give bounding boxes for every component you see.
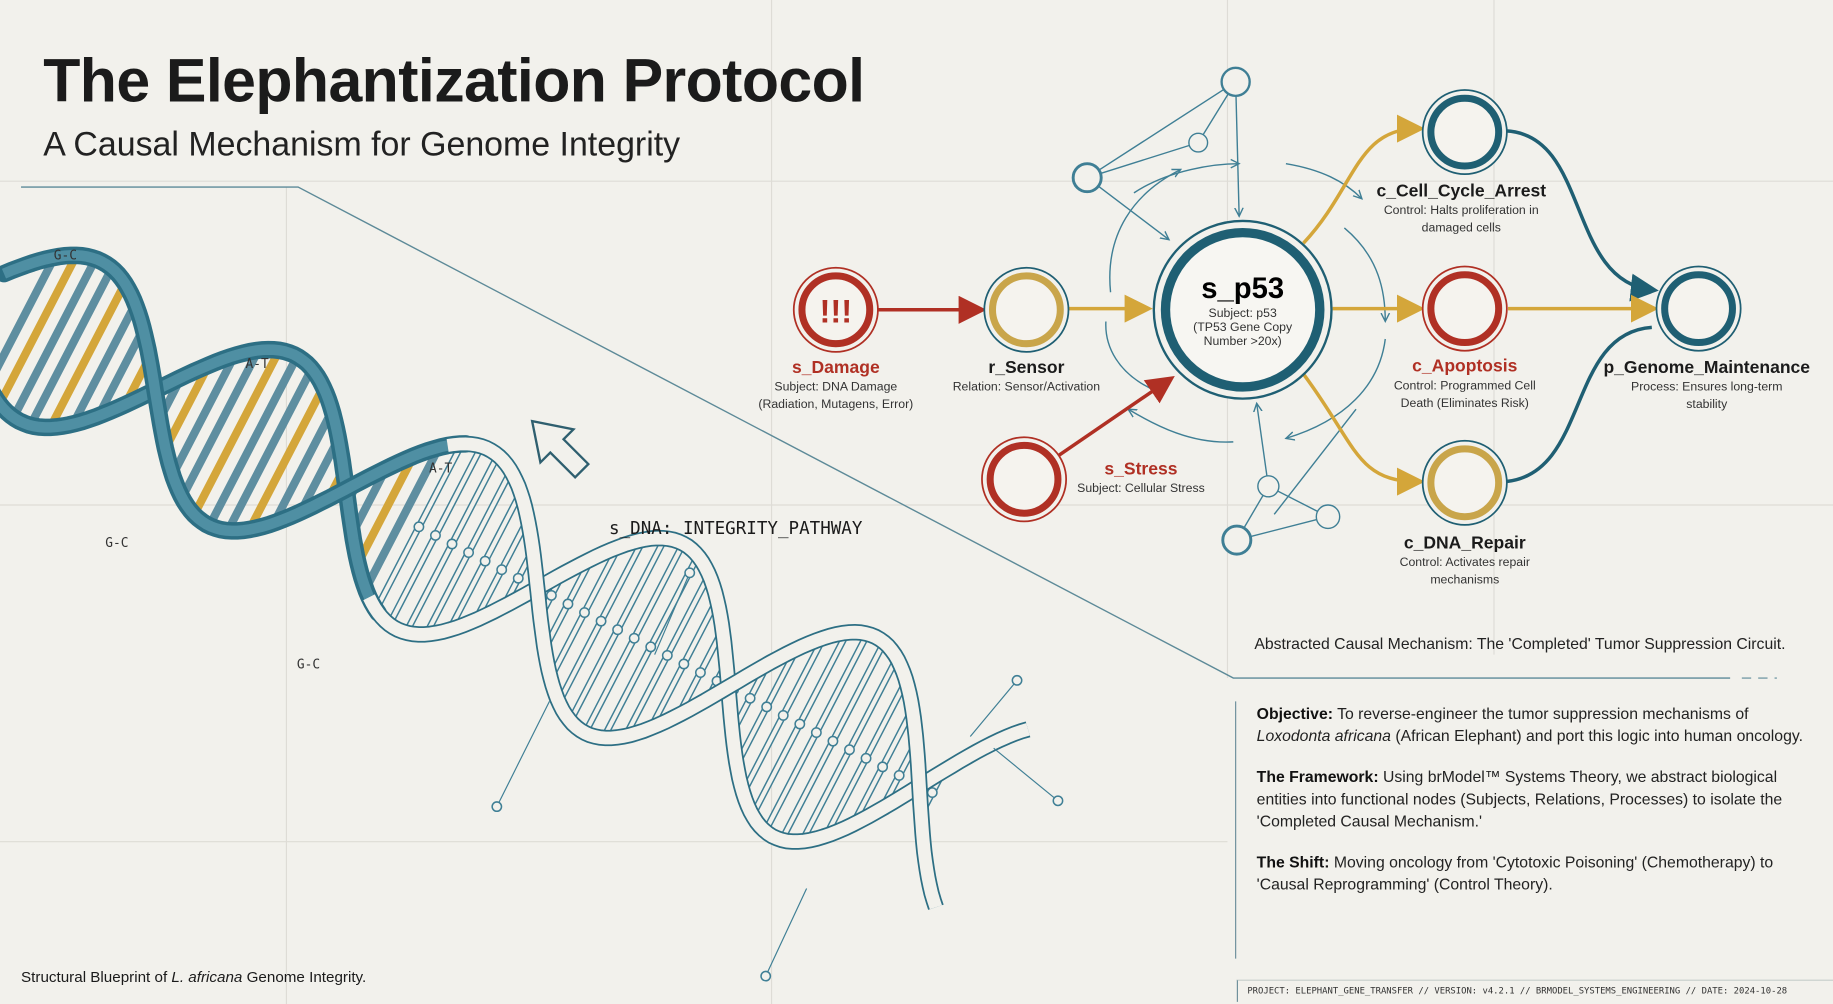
node-s-p53: [1152, 219, 1333, 400]
base-pair-node: [761, 701, 773, 713]
base-pair-node: [860, 752, 872, 764]
base-pair-rung: [190, 348, 283, 517]
base-pair-node: [595, 615, 607, 627]
base-pair-rung: [205, 354, 301, 528]
base-pair-label: A-T: [245, 356, 269, 372]
base-pair-rung: [362, 445, 443, 591]
base-pair-node: [579, 607, 590, 618]
base-pair-node: [794, 718, 806, 730]
base-pair-rung: [178, 348, 262, 500]
annotation-pin: [654, 572, 691, 655]
base-pair-node: [645, 641, 657, 653]
project-footer: PROJECT: ELEPHANT_GENE_TRANSFER // VERSI…: [1236, 979, 1833, 1002]
base-pair-rung: [169, 353, 239, 478]
base-pair-rung: [270, 408, 336, 525]
base-pair-node: [744, 692, 756, 704]
base-pair-rung: [0, 255, 59, 372]
page-subtitle: A Causal Mechanism for Genome Integrity: [43, 126, 681, 164]
node-c-repair: [1421, 439, 1508, 526]
edge-arrest-genome: [1505, 129, 1659, 302]
pathway-label: s_DNA: INTEGRITY_PATHWAY: [609, 517, 863, 539]
base-pair-node: [678, 658, 690, 670]
base-pair-node: [562, 598, 574, 610]
base-pair-rung: [94, 327, 147, 418]
base-pair-node: [844, 744, 855, 756]
framework-paragraph: The Framework: Using brModel™ Systems Th…: [1256, 768, 1783, 830]
divider-line: [21, 186, 1731, 679]
base-pair-label: G-C: [53, 247, 78, 264]
base-pair-node: [545, 589, 557, 601]
base-pair-node: [628, 632, 640, 644]
edge-p53-repair: [1302, 373, 1426, 496]
helix-strand-outline: [446, 437, 943, 910]
base-pair-node: [893, 770, 905, 781]
node-p-genome: [1655, 265, 1742, 352]
helix-strand-outline: [363, 531, 1030, 848]
base-pair-node: [463, 547, 475, 558]
mechanism-caption: Abstracted Causal Mechanism: The 'Comple…: [1254, 634, 1786, 653]
base-pair-node: [413, 521, 425, 533]
node-s-damage: [792, 266, 879, 353]
base-pair-rung: [9, 257, 100, 420]
annotation-pin-head: [491, 801, 503, 813]
base-pair-node: [430, 529, 441, 541]
base-pair-node: [694, 667, 706, 679]
edge-stress-p53: [1056, 375, 1175, 458]
base-pair-node: [661, 649, 673, 661]
annotation-pin: [496, 701, 550, 807]
description-body: Objective: To reverse-engineer the tumor…: [1257, 703, 1818, 915]
objective-paragraph: Objective: To reverse-engineer the tumor…: [1256, 704, 1803, 745]
edge-repair-genome: [1505, 325, 1652, 484]
base-pair-node: [877, 761, 889, 773]
base-pair-node: [827, 735, 839, 747]
alert-icon: !!!: [819, 293, 852, 330]
base-pair-node: [512, 572, 524, 584]
base-pair-node: [446, 538, 458, 550]
annotation-pin-head: [1052, 795, 1064, 807]
annotation-pin-head: [684, 567, 696, 579]
page-title: The Elephantization Protocol: [43, 47, 865, 116]
base-pair-rung: [69, 302, 139, 426]
helix-caption: Structural Blueprint of L. africana Geno…: [21, 967, 367, 986]
dna-helix: [0, 246, 1064, 982]
base-pair-rung: [354, 454, 418, 566]
feedback-network: [1071, 66, 1385, 556]
annotation-pin: [765, 888, 808, 977]
base-pair-rung: [161, 363, 213, 451]
base-pair-node: [810, 727, 822, 739]
base-pair-label: G-C: [296, 656, 321, 673]
base-pair-rung: [224, 366, 316, 533]
base-pair-rung: [26, 266, 116, 428]
base-pair-node: [479, 555, 491, 567]
annotation-pin: [969, 679, 1018, 737]
annotation-pin-head: [760, 970, 772, 982]
node-s-stress: [981, 436, 1068, 523]
base-pair-node: [496, 564, 508, 576]
base-pair-node: [612, 624, 624, 636]
base-pair-label: G-C: [105, 535, 129, 551]
base-pair-label: A-T: [429, 460, 453, 476]
base-pair-rung: [0, 253, 81, 406]
arrow-up-right-icon: [530, 419, 590, 479]
node-c-apoptosis: [1421, 265, 1508, 352]
base-pair-rung: [46, 281, 129, 430]
shift-paragraph: The Shift: Moving oncology from 'Cytotox…: [1256, 853, 1774, 894]
node-c-arrest: [1421, 89, 1508, 176]
edge-p53-arrest: [1302, 114, 1426, 245]
helix-strand: [1, 250, 466, 537]
base-pair-node: [777, 709, 789, 721]
annotation-pin: [993, 747, 1059, 802]
base-pair-rung: [245, 385, 327, 532]
node-r-sensor: [983, 266, 1070, 353]
annotation-pin-head: [1011, 674, 1023, 686]
